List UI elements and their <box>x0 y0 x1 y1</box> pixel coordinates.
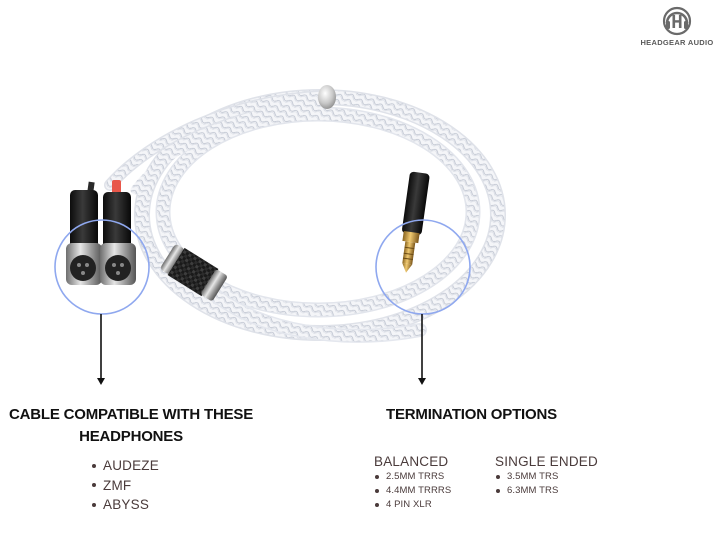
list-item: 3.5MM TRS <box>495 470 598 484</box>
mini-xlr-connector-left <box>66 181 102 285</box>
balanced-options-list: 2.5MM TRRS 4.4MM TRRRS 4 PIN XLR <box>374 470 451 512</box>
cable-braid <box>104 89 506 343</box>
headphones-h-icon <box>662 6 692 36</box>
carbon-fiber-splitter <box>161 244 227 301</box>
list-item: 6.3MM TRS <box>495 484 598 498</box>
product-image <box>54 85 506 385</box>
list-item: 4 PIN XLR <box>374 498 451 512</box>
list-item: 4.4MM TRRRS <box>374 484 451 498</box>
brand-name: HEADGEAR AUDIO <box>640 38 714 47</box>
single-ended-column: SINGLE ENDED 3.5MM TRS 6.3MM TRS <box>495 454 598 498</box>
compatible-headphones-list: AUDEZE ZMF ABYSS <box>91 456 159 515</box>
arrow-down-icon <box>97 314 105 385</box>
cable-slider-bead <box>318 85 336 109</box>
list-item: 2.5MM TRRS <box>374 470 451 484</box>
single-ended-options-list: 3.5MM TRS 6.3MM TRS <box>495 470 598 498</box>
termination-heading: TERMINATION OPTIONS <box>386 406 557 423</box>
audio-plug-4-4mm <box>402 171 430 273</box>
compatibility-heading-line1: CABLE COMPATIBLE WITH THESE <box>8 406 254 423</box>
list-item: ABYSS <box>91 495 159 515</box>
mini-xlr-connector-right <box>100 180 136 285</box>
callout-circle-connectors <box>54 219 150 315</box>
single-ended-label: SINGLE ENDED <box>495 454 598 469</box>
compatibility-heading-line2: HEADPHONES <box>79 428 183 445</box>
list-item: ZMF <box>91 476 159 496</box>
balanced-label: BALANCED <box>374 454 449 469</box>
compatibility-heading: CABLE COMPATIBLE WITH THESE HEADPHONES <box>0 404 262 448</box>
arrow-down-icon <box>418 314 426 385</box>
brand-logo: HEADGEAR AUDIO <box>636 6 718 47</box>
list-item: AUDEZE <box>91 456 159 476</box>
callout-circle-plug <box>375 219 471 315</box>
balanced-column: BALANCED 2.5MM TRRS 4.4MM TRRRS 4 PIN XL… <box>374 454 451 512</box>
